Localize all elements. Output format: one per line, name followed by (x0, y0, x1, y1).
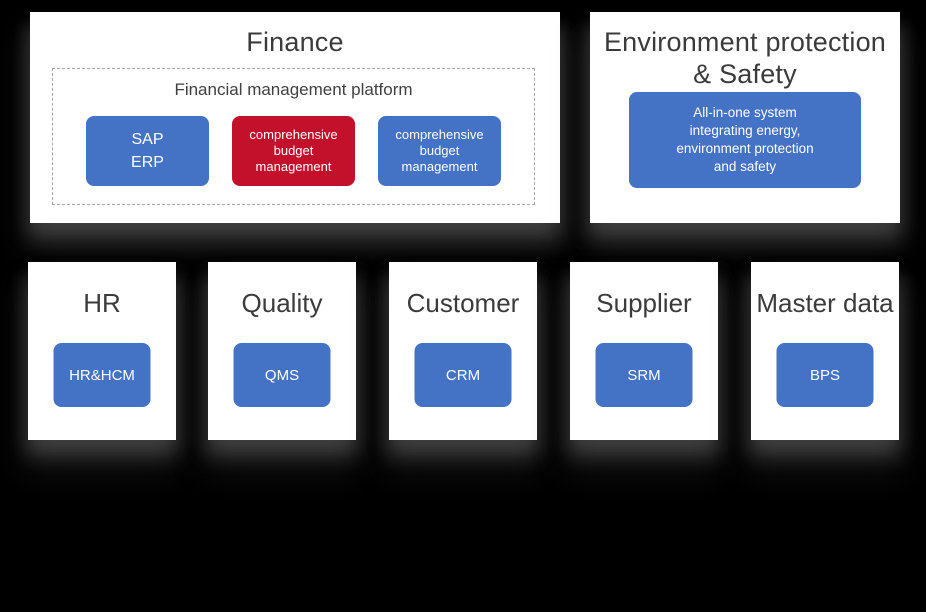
financial-management-platform-group: Financial management platform SAP ERP co… (52, 68, 535, 205)
hr-card: HR HR&HCM (28, 262, 176, 440)
module-sap-erp: SAP ERP (86, 116, 209, 186)
quality-card: Quality QMS (208, 262, 356, 440)
environment-safety-title: Environment protection & Safety (603, 27, 887, 90)
master-data-title: Master data (756, 288, 894, 318)
master-data-card: Master data BPS (751, 262, 899, 440)
customer-card: Customer CRM (389, 262, 537, 440)
hr-title: HR (83, 288, 121, 318)
environment-safety-card: Environment protection & Safety All-in-o… (590, 12, 900, 223)
finance-modules-row: SAP ERP comprehensive budget management … (53, 116, 534, 186)
quality-title: Quality (241, 288, 323, 318)
module-comprehensive-budget-management-blue: comprehensive budget management (378, 116, 501, 186)
module-comprehensive-budget-management-red: comprehensive budget management (232, 116, 355, 186)
supplier-title: Supplier (596, 288, 692, 318)
module-hr-hcm: HR&HCM (53, 343, 151, 407)
finance-card: Finance Financial management platform SA… (30, 12, 560, 223)
finance-title: Finance (246, 27, 344, 57)
module-bps: BPS (776, 343, 874, 407)
module-all-in-one-ehs-system: All-in-one system integrating energy, en… (629, 92, 861, 188)
module-qms: QMS (233, 343, 331, 407)
supplier-card: Supplier SRM (570, 262, 718, 440)
customer-title: Customer (406, 288, 520, 318)
module-srm: SRM (595, 343, 693, 407)
platform-label: Financial management platform (174, 80, 413, 99)
module-crm: CRM (414, 343, 512, 407)
